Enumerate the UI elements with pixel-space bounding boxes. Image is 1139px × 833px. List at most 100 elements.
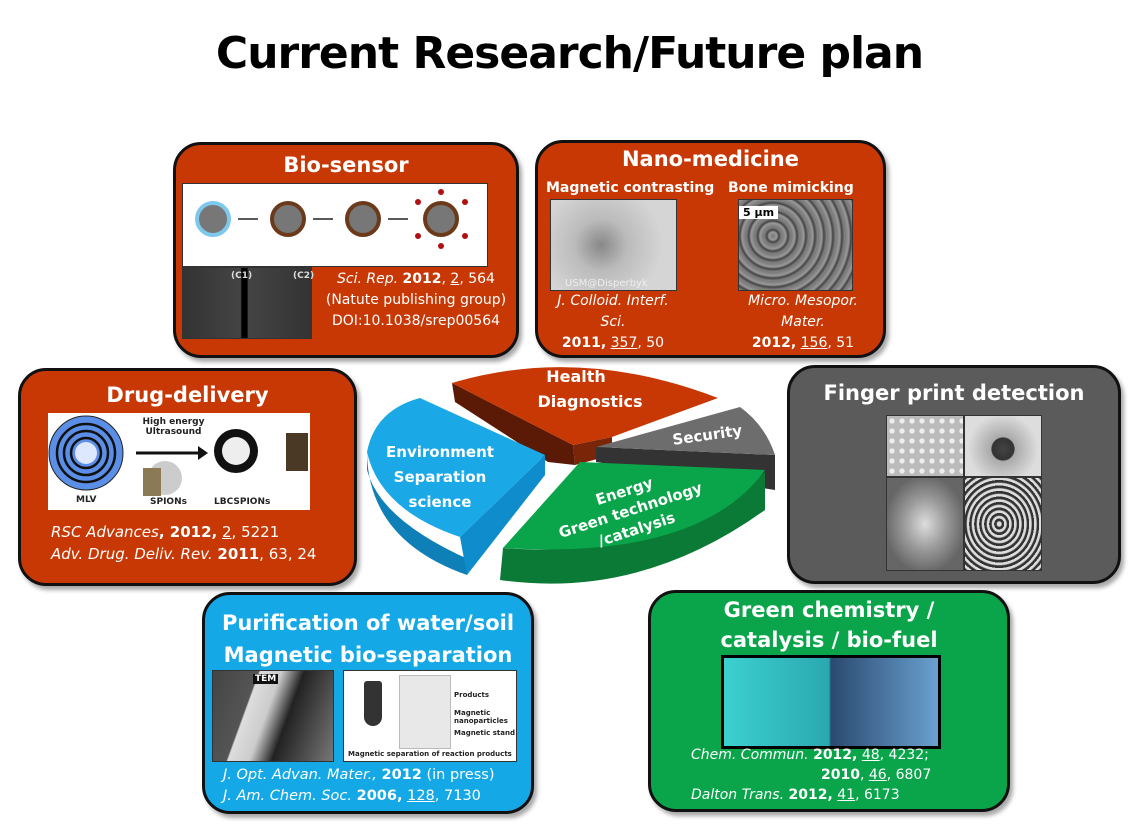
- journal: J. Am. Chem. Soc.: [223, 788, 352, 804]
- doi[interactable]: DOI:10.1038/srep00564: [331, 313, 501, 329]
- nanomedicine-citation-right: Micro. Mesopor. Mater. 2012, 156, 51: [723, 291, 883, 354]
- tube-icon: [364, 681, 382, 726]
- tem-image: USM@Disperbyk: [550, 199, 677, 291]
- page: , 564: [459, 271, 495, 287]
- stand-icon: [399, 675, 451, 749]
- pie-label-diagnostics: Diagnostics: [537, 392, 642, 411]
- spions-label: SPIONs: [150, 497, 187, 507]
- lbcspions-label: LBCSPIONs: [214, 497, 271, 507]
- scale-bar-label: 5 µm: [739, 206, 779, 219]
- pie-label-health: Health: [546, 367, 606, 386]
- volume: 2: [222, 523, 232, 541]
- pie-slice-energy: Energy Green technology /catalysis: [500, 462, 765, 584]
- journal-cont: Mater.: [781, 314, 825, 330]
- volume: 2: [450, 271, 460, 287]
- heading-line-2: Magnetic bio-separation: [223, 643, 513, 667]
- year: 2006,: [356, 788, 403, 804]
- year: 2010: [821, 767, 860, 783]
- pie-label-green-technology: Green technology: [556, 478, 704, 541]
- volume: 128: [407, 788, 435, 804]
- pie-label-environment: Environment: [386, 443, 494, 461]
- magnetic-stand-image: Products Magnetic nanoparticles Magnetic…: [343, 670, 517, 762]
- green-citation: Chem. Commun. 2012, 48, 4232; 2010, 46, …: [691, 747, 932, 803]
- journal: Micro. Mesopor.: [748, 293, 858, 309]
- liposome-image: High energy Ultrasound MLV SPIONs LBCSPI…: [48, 413, 310, 510]
- nanosphere-image: [886, 415, 964, 477]
- heading-line-1: Purification of water/soil: [221, 611, 515, 635]
- year: 2011,: [561, 335, 607, 351]
- bone-mimicking-label: Bone mimicking: [728, 180, 854, 196]
- purification-citation: J. Opt. Advan. Mater., 2012 (in press) J…: [223, 765, 523, 807]
- page: , 7130: [434, 788, 481, 804]
- gel-image: (C1) (C2): [182, 267, 314, 339]
- green-chemistry-heading: Green chemistry / catalysis / bio-fuel: [651, 595, 1007, 655]
- journal: Dalton Trans.: [691, 787, 785, 803]
- year: 2012,: [813, 747, 858, 763]
- pie-label-security: Security: [671, 421, 743, 449]
- nanomedicine-heading: Nano-medicine: [621, 147, 800, 171]
- products-label: Products: [454, 691, 490, 699]
- stand-label: Magnetic stand: [454, 729, 515, 737]
- gel-label-c1: (C1): [231, 271, 253, 281]
- pie-slice-environment: Environment Separation science: [367, 398, 545, 575]
- page: , 4232;: [879, 747, 929, 763]
- fingerprint-image-2: [964, 477, 1042, 571]
- volume: 48: [861, 747, 880, 763]
- journal: Chem. Commun.: [691, 747, 809, 763]
- page: , 63, 24: [259, 545, 317, 563]
- watermark: USM@Disperbyk: [565, 278, 648, 289]
- volume: 46: [868, 767, 887, 783]
- page: , 6173: [855, 787, 900, 803]
- page: , 5221: [231, 523, 280, 541]
- pie-label-separation: Separation: [394, 468, 487, 486]
- year: , 2012,: [158, 523, 218, 541]
- mesoporous-image: [721, 655, 941, 749]
- journal-cont: Sci.: [600, 314, 626, 330]
- biosensor-heading: Bio-sensor: [283, 153, 409, 177]
- publisher: (Natute publishing group): [325, 292, 507, 308]
- pie-label-science: science: [409, 493, 472, 511]
- magnetic-contrasting-label: Magnetic contrasting: [546, 180, 715, 196]
- year: 2011: [217, 545, 260, 563]
- journal: J. Opt. Advan. Mater.,: [223, 767, 377, 783]
- pie-slice-health: Health Diagnostics: [452, 367, 718, 465]
- journal: J. Colloid. Interf.: [557, 293, 669, 309]
- nanoparticle-scheme-image: [182, 183, 488, 267]
- status: (in press): [426, 767, 495, 783]
- pie-slice-security: Security: [596, 407, 775, 490]
- year: 2012: [402, 271, 442, 287]
- journal: Adv. Drug. Deliv. Rev.: [51, 545, 213, 563]
- fingerprint-heading: Finger print detection: [823, 381, 1085, 405]
- sem-image: 5 µm: [738, 199, 853, 291]
- slide-title: Current Research/Future plan: [215, 28, 924, 79]
- fingerprint-panel: Finger print detection: [787, 365, 1121, 584]
- purification-heading: Purification of water/soil Magnetic bio-…: [205, 607, 531, 671]
- particle-tem-image: [964, 415, 1042, 477]
- year: 2012,: [751, 335, 797, 351]
- heading-line-1: Green chemistry /: [723, 598, 935, 622]
- page: , 6807: [886, 767, 932, 783]
- nanoparticles-label: Magnetic nanoparticles: [454, 709, 508, 725]
- image-caption: Magnetic separation of reaction products: [348, 750, 512, 758]
- year: 2012,: [788, 787, 833, 803]
- drug-citation: RSC Advances, 2012, 2, 5221 Adv. Drug. D…: [51, 521, 351, 565]
- green-chemistry-panel: Green chemistry / catalysis / bio-fuel C…: [648, 590, 1010, 812]
- pie-label-energy: Energy: [593, 473, 655, 508]
- volume: 357: [610, 335, 638, 351]
- nanoparticle-scheme-icon: [195, 189, 468, 249]
- fingerprint-image-1: [886, 477, 964, 571]
- biosensor-panel: Bio-sensor (C1) (C2) Sci. Rep. 2012, 2, …: [173, 142, 519, 358]
- journal: RSC Advances: [51, 523, 159, 541]
- journal: Sci. Rep.: [337, 271, 399, 287]
- tem-label: TEM: [253, 674, 279, 684]
- volume: 41: [837, 787, 856, 803]
- volume: 156: [800, 335, 828, 351]
- nanomedicine-panel: Nano-medicine Magnetic contrasting Bone …: [535, 140, 886, 358]
- liposome-diagram-icon: [48, 415, 308, 496]
- drug-delivery-panel: Drug-delivery High energy Ultrasound MLV…: [18, 368, 357, 586]
- heading-line-2: catalysis / bio-fuel: [720, 628, 938, 652]
- drug-delivery-heading: Drug-delivery: [106, 383, 269, 407]
- biosensor-citation: Sci. Rep. 2012, 2, 564 (Natute publishin…: [316, 269, 516, 332]
- pie-label-catalysis: /catalysis: [596, 508, 677, 550]
